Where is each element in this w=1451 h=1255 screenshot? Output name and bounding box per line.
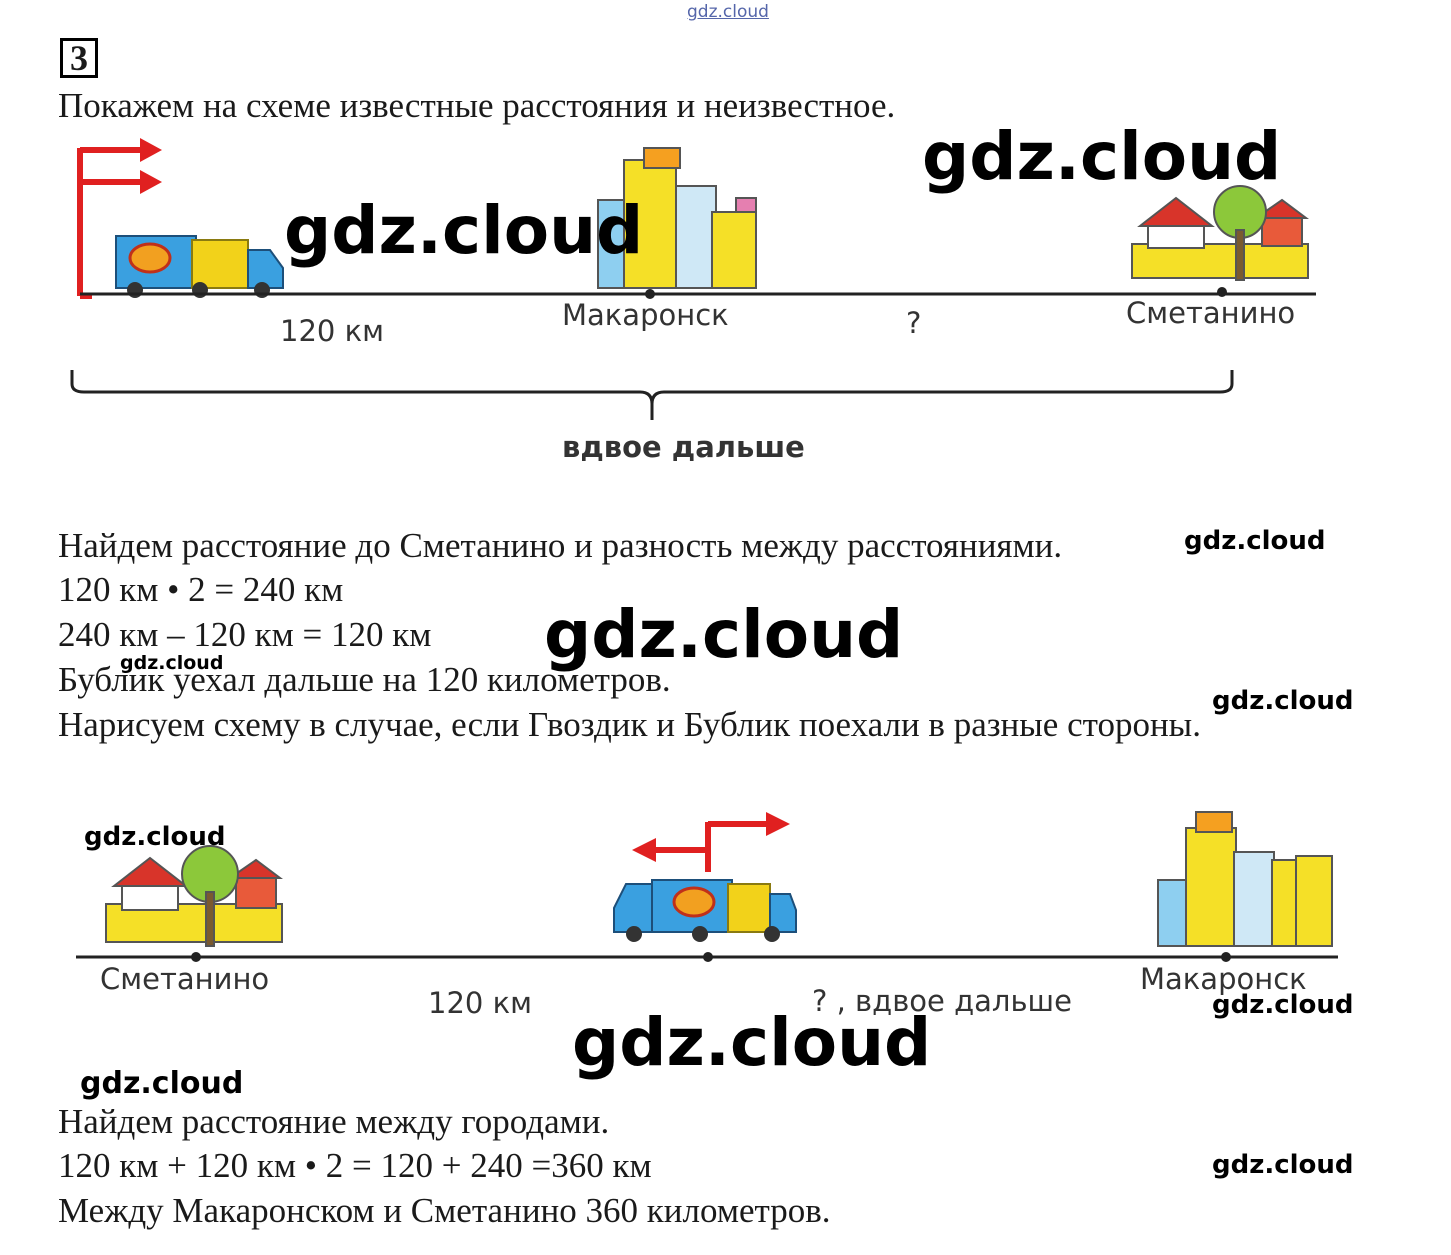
solution2-line2: 120 км + 120 км • 2 = 120 + 240 =360 км — [58, 1146, 652, 1186]
watermark-small: gdz.cloud — [1212, 686, 1354, 716]
watermark-small: gdz.cloud — [1212, 1150, 1354, 1180]
solution1-line5: Нарисуем схему в случае, если Гвоздик и … — [58, 705, 1201, 745]
solution2-line3: Между Макаронском и Сметанино 360 киломе… — [58, 1191, 831, 1231]
city-label-makaronsk: Макаронск — [562, 298, 729, 332]
solution2-line1: Найдем расстояние между городами. — [58, 1102, 609, 1142]
distance-label-1: 120 км — [280, 314, 384, 348]
watermark-small: gdz.cloud — [1212, 990, 1354, 1020]
solution1-line1: Найдем расстояние до Сметанино и разност… — [58, 526, 1062, 566]
solution1-line2: 120 км • 2 = 240 км — [58, 570, 343, 610]
unknown-distance-label: ? — [906, 306, 921, 340]
village-house-icon — [106, 846, 282, 946]
distance-label-1: 120 км — [428, 986, 532, 1020]
truck-icon — [116, 236, 283, 298]
village-house-icon — [1132, 186, 1308, 280]
city-label-smetanino: Сметанино — [1126, 296, 1295, 330]
truck-icon — [614, 880, 796, 942]
city-buildings-icon — [1158, 812, 1332, 946]
brace-label: вдвое дальше — [562, 430, 805, 464]
solution1-line3: 240 км – 120 км = 120 км — [58, 615, 431, 655]
watermark-medium: gdz.cloud — [80, 1066, 243, 1101]
watermark-big: gdz.cloud — [284, 192, 643, 269]
watermark-big: gdz.cloud — [572, 1004, 931, 1081]
solution1-line4: Бублик уехал дальше на 120 километров. — [58, 660, 671, 700]
direction-arrow-icon — [650, 822, 770, 872]
watermark-big: gdz.cloud — [922, 118, 1281, 195]
watermark-small: gdz.cloud — [1184, 526, 1326, 556]
city-label-smetanino: Сметанино — [100, 962, 269, 996]
watermark-small: gdz.cloud — [84, 822, 226, 852]
diagram-1 — [0, 0, 1451, 480]
